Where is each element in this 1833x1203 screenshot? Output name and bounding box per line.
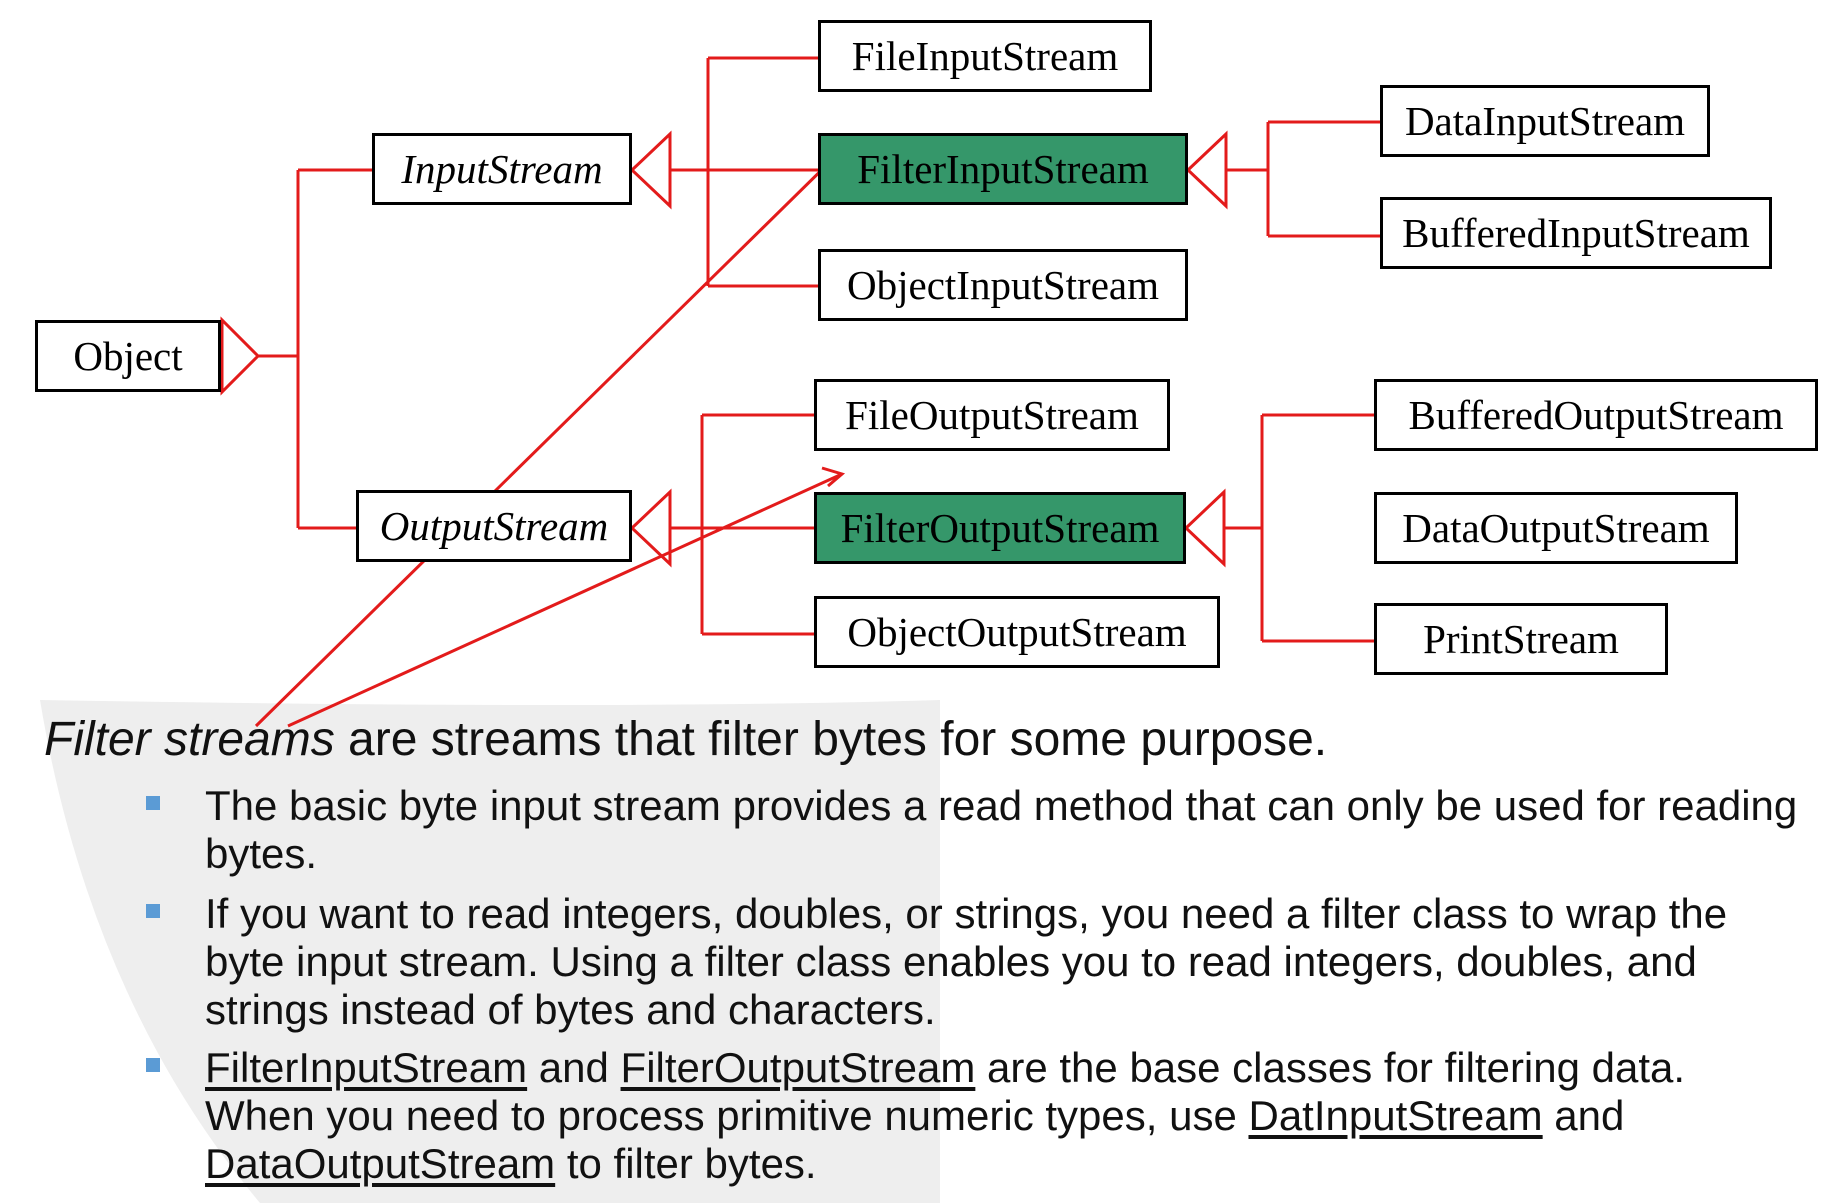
datainputstream-node: DataInputStream — [1380, 85, 1710, 157]
object-node: Object — [35, 320, 221, 392]
filteroutputstream-node: FilterOutputStream — [814, 492, 1186, 564]
filterinputstream-node: FilterInputStream — [818, 133, 1188, 205]
datinputstream-link[interactable]: DatInputStream — [1248, 1092, 1543, 1139]
bullet-marker-3 — [146, 1058, 160, 1072]
bullet-marker-2 — [146, 904, 160, 918]
heading-rest: are streams that filter bytes for some p… — [334, 713, 1328, 766]
dataoutputstream-link[interactable]: DataOutputStream — [205, 1140, 556, 1187]
bullet-3-part-3: and — [1542, 1092, 1625, 1139]
bullet-1-text: The basic byte input stream provides a r… — [205, 782, 1798, 877]
bullet-2-text: If you want to read integers, doubles, o… — [205, 890, 1728, 1033]
heading-italic-term: Filter streams — [44, 713, 335, 766]
bullet-3-part-2: are the base classes for filtering data.… — [205, 1044, 1686, 1139]
bullet-3-part-1: and — [527, 1044, 621, 1091]
bufferedoutputstream-node: BufferedOutputStream — [1374, 379, 1818, 451]
fileinputstream-node: FileInputStream — [818, 20, 1152, 92]
fileoutputstream-node: FileOutputStream — [814, 379, 1170, 451]
dataoutputstream-node: DataOutputStream — [1374, 492, 1738, 564]
outputstream-node: OutputStream — [356, 490, 632, 562]
bullet-3-part-4: to filter bytes. — [555, 1140, 817, 1187]
printstream-node: PrintStream — [1374, 603, 1668, 675]
bufferedinputstream-node: BufferedInputStream — [1380, 197, 1772, 269]
filterinputstream-link[interactable]: FilterInputStream — [205, 1044, 528, 1091]
filter-streams-heading: Filter streams are streams that filter b… — [44, 712, 1327, 767]
filteroutputstream-link[interactable]: FilterOutputStream — [620, 1044, 976, 1091]
inputstream-node: InputStream — [372, 133, 632, 205]
objectoutputstream-node: ObjectOutputStream — [814, 596, 1220, 668]
bullet-marker-1 — [146, 796, 160, 810]
bullet-3-text: FilterInputStream and FilterOutputStream… — [205, 1044, 1805, 1188]
objectinputstream-node: ObjectInputStream — [818, 249, 1188, 321]
